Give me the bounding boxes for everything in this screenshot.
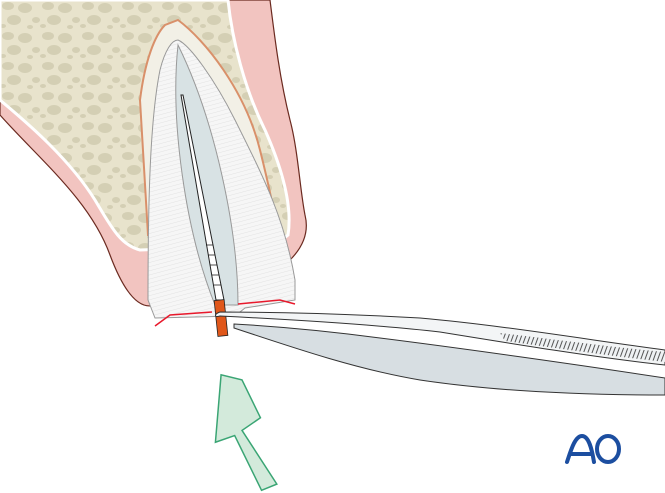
direction-arrow — [214, 373, 278, 492]
instrument-tip — [213, 299, 229, 337]
root-canal — [175, 43, 239, 306]
tweezers-lower-arm — [233, 323, 665, 396]
fracture-line — [154, 311, 213, 327]
ao-logo: AO — [565, 434, 621, 464]
fracture-line — [237, 299, 296, 305]
tweezers-upper-arm — [215, 311, 665, 366]
file-markings — [206, 244, 221, 286]
tweezers-grip — [500, 333, 665, 362]
